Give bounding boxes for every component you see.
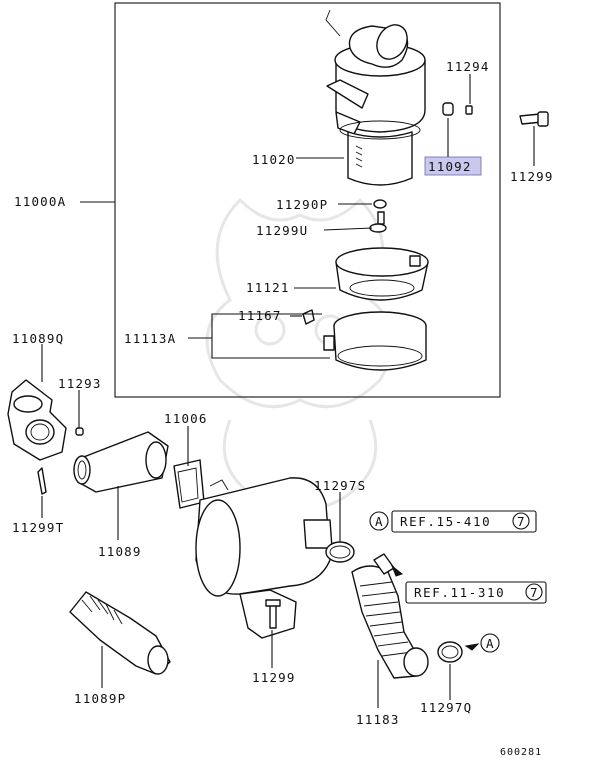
label-11167: 11167 [238, 308, 282, 323]
label-11113a: 11113A [124, 331, 176, 346]
ref-15-410-text: REF.15-410 [400, 514, 491, 529]
part-11183-hose [351, 553, 429, 679]
bolt-11299-bottom [265, 599, 281, 629]
label-11089: 11089 [98, 544, 142, 559]
part-11089p-bellows [69, 591, 171, 675]
part-11293-grommet [75, 427, 84, 436]
air-cleaner-body [195, 477, 333, 639]
arrow-to-marker-a2 [464, 643, 480, 651]
label-11299u: 11299U [256, 223, 308, 238]
label-11092-highlight [424, 156, 482, 176]
label-11297q: 11297Q [420, 700, 472, 715]
part-11089q-adapter [7, 379, 67, 461]
svg-text:A: A [486, 636, 495, 651]
part-11113a-band [323, 311, 427, 371]
label-11121: 11121 [246, 280, 290, 295]
label-11089q: 11089Q [12, 331, 64, 346]
label-11092: 11092 [428, 159, 472, 174]
air-cleaner-housing [325, 9, 426, 186]
label-11183: 11183 [356, 712, 400, 727]
label-11299-top: 11299 [510, 169, 554, 184]
label-11089p: 11089P [74, 691, 126, 706]
part-11092-grommet [442, 102, 454, 116]
part-11089-duct [73, 431, 169, 493]
part-11290p-washer [373, 199, 387, 209]
ref-15-410-index: 7 [517, 514, 526, 529]
label-11290p: 11290P [276, 197, 328, 212]
label-11299-bottom: 11299 [252, 670, 296, 685]
bolt-11299-top [519, 111, 549, 127]
svg-text:A: A [375, 514, 384, 529]
part-11121-ring [335, 247, 429, 301]
part-11167-clip [302, 309, 315, 325]
leader-lines [41, 74, 535, 708]
arrow-to-ref2 [390, 564, 404, 577]
label-11293: 11293 [58, 376, 102, 391]
diagram-id: 600281 [500, 747, 542, 758]
label-11006: 11006 [164, 411, 208, 426]
label-11294: 11294 [446, 59, 490, 74]
label-11000a: 11000A [14, 194, 66, 209]
marker-a-1[interactable]: A [369, 511, 389, 531]
ref-11-310-index: 7 [530, 585, 539, 600]
assembly-box [114, 2, 501, 398]
ref-box-11-310[interactable]: REF.11-310 7 [405, 581, 547, 604]
ref-box-15-410[interactable]: REF.15-410 7 [391, 510, 537, 533]
label-11020: 11020 [252, 152, 296, 167]
label-11297s: 11297S [314, 478, 366, 493]
part-11294-clip [465, 105, 473, 115]
label-11299t: 11299T [12, 520, 64, 535]
ref-11-310-text: REF.11-310 [414, 585, 505, 600]
part-11299u-screw [369, 211, 387, 233]
part-11297q-clamp [437, 641, 463, 663]
part-11297s-clamp [325, 541, 355, 563]
bolt-11299t [37, 467, 47, 495]
marker-a-2[interactable]: A [480, 633, 500, 653]
